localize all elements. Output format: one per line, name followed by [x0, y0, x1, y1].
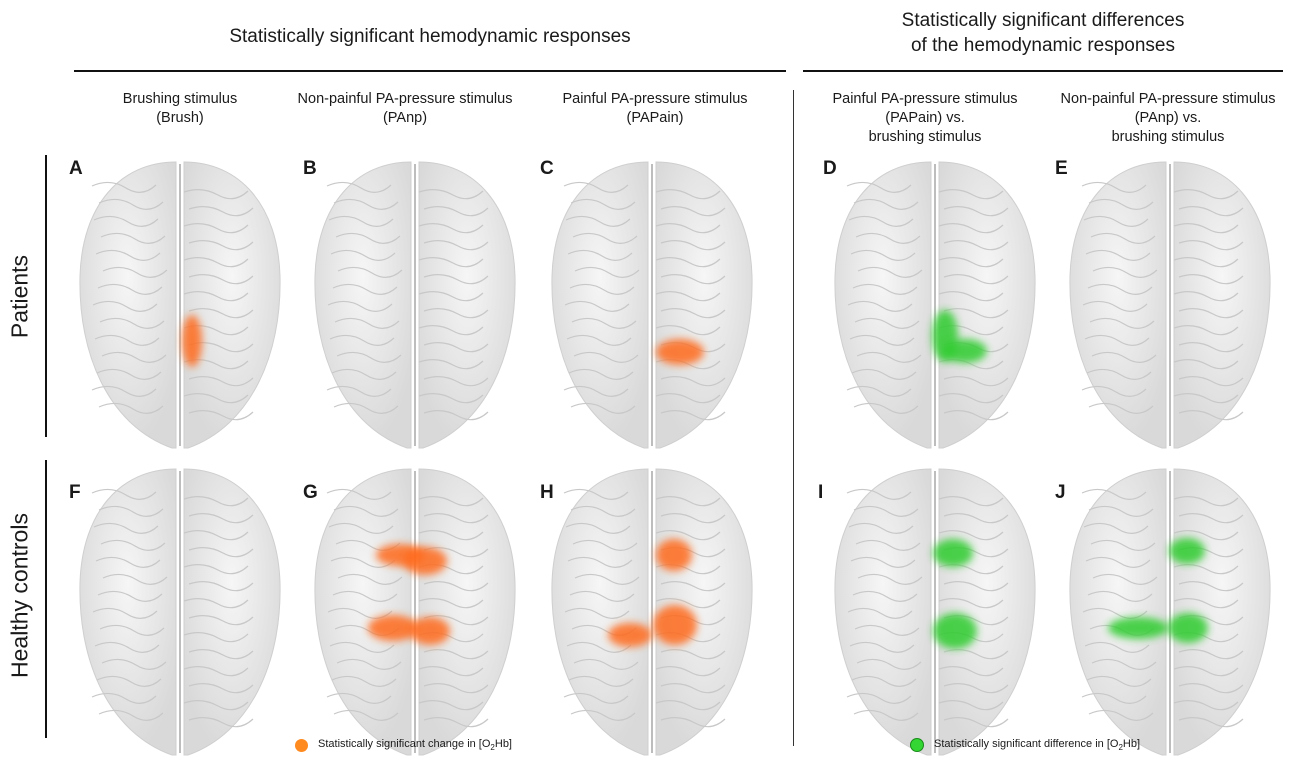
orange-dot-icon	[295, 738, 308, 752]
row-label-patients: Patients	[6, 254, 33, 339]
header-rule-left	[74, 70, 786, 72]
header-differences-line2: of the hemodynamic responses	[910, 35, 1176, 56]
header-responses: Statistically significant hemodynamic re…	[229, 26, 631, 47]
green-dot-icon	[910, 738, 924, 753]
brain-e	[1069, 161, 1271, 449]
row-rule-controls	[45, 460, 47, 738]
panel-letter-f: F	[69, 482, 81, 503]
legend-green: Statistically significant difference in …	[910, 738, 1140, 752]
panel-letter-b: B	[303, 158, 317, 179]
brain-h	[551, 468, 753, 756]
section-separator	[793, 90, 794, 746]
panel-letter-g: G	[303, 482, 318, 503]
column-title-panp: Non-painful PA-pressure stimulus(PAnp)	[297, 91, 513, 126]
panel-letter-j: J	[1055, 482, 1066, 503]
brain-g	[314, 468, 516, 756]
panel-letter-h: H	[540, 482, 554, 503]
panel-letter-a: A	[69, 158, 83, 179]
panel-letter-e: E	[1055, 158, 1068, 179]
brain-j	[1069, 468, 1271, 756]
column-title-brush: Brushing stimulus(Brush)	[122, 91, 238, 126]
row-label-controls: Healthy controls	[6, 513, 33, 678]
brain-f	[79, 468, 281, 756]
panel-letter-i: I	[818, 482, 824, 503]
header-differences: Statistically significant differences of…	[803, 8, 1283, 58]
row-rule-patients	[45, 155, 47, 437]
column-title-papain-vs-brush: Painful PA-pressure stimulus(PAPain) vs.…	[832, 91, 1018, 145]
header-rule-right	[803, 70, 1283, 72]
legend-green-label: Statistically significant difference in …	[934, 738, 1141, 753]
brain-b	[314, 161, 516, 449]
brain-a	[79, 161, 281, 449]
column-title-papain: Painful PA-pressure stimulus(PAPain)	[562, 91, 748, 126]
header-differences-line1: Statistically significant differences	[901, 10, 1185, 31]
panel-letter-d: D	[823, 158, 837, 179]
panel-letter-c: C	[540, 158, 554, 179]
legend-orange: Statistically significant change in [O2H…	[295, 738, 512, 752]
brain-i	[834, 468, 1036, 756]
column-title-panp-vs-brush: Non-painful PA-pressure stimulus(PAnp) v…	[1060, 91, 1276, 145]
legend-orange-label: Statistically significant change in [O2H…	[318, 738, 512, 753]
brain-c	[551, 161, 753, 449]
brain-d	[834, 161, 1036, 449]
